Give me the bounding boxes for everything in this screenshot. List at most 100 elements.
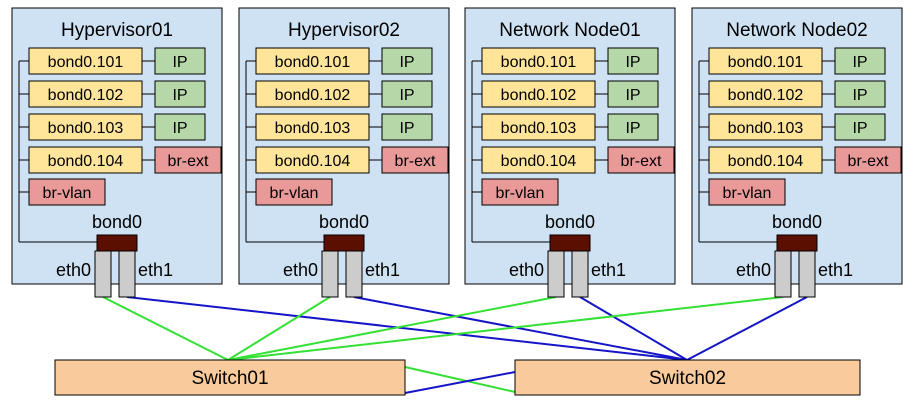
vlan-interface-label: bond0.102 (48, 87, 124, 104)
eth0-label: eth0 (283, 260, 318, 280)
ip-box (834, 80, 886, 108)
ip-box (381, 80, 433, 108)
vlan-interface-box (255, 47, 370, 75)
link-eth1-to-switch2 (579, 296, 688, 361)
bond-block (323, 234, 365, 252)
bridge-label: br-ext (395, 153, 436, 170)
eth1-label: eth1 (591, 260, 626, 280)
ip-box (154, 113, 206, 141)
ip-label: IP (399, 54, 414, 71)
vlan-interface-box (708, 47, 823, 75)
vlan-interface-box (708, 146, 823, 174)
vlan-interface-box (708, 80, 823, 108)
vlan-interface-box (481, 80, 596, 108)
br-vlan-box (28, 178, 106, 206)
br-vlan-label: br-vlan (723, 185, 772, 202)
link-eth1-to-switch2 (126, 296, 688, 361)
vlan-interface-label: bond0.104 (48, 153, 124, 170)
ip-label: IP (172, 87, 187, 104)
eth0-label: eth0 (56, 260, 91, 280)
link-eth0-to-switch1 (102, 296, 229, 361)
vlan-interface-label: bond0.103 (501, 120, 577, 137)
ip-box (154, 47, 206, 75)
vlan-interface-label: bond0.104 (501, 153, 577, 170)
ip-box (381, 113, 433, 141)
br-vlan-label: br-vlan (270, 185, 319, 202)
link-eth1-to-switch2 (353, 296, 688, 361)
link-eth0-to-switch1 (227, 296, 557, 361)
vlan-interface-box (481, 47, 596, 75)
ip-box (834, 47, 886, 75)
br-vlan-label: br-vlan (43, 185, 92, 202)
vlan-interface-label: bond0.101 (501, 54, 577, 71)
link-eth0-to-switch1 (227, 296, 331, 361)
ip-label: IP (399, 120, 414, 137)
ip-box (154, 80, 206, 108)
ip-box (381, 47, 433, 75)
ip-label: IP (625, 54, 640, 71)
vlan-interface-label: bond0.103 (275, 120, 351, 137)
vlan-interface-box (481, 113, 596, 141)
vlan-interface-label: bond0.102 (501, 87, 577, 104)
vlan-interface-label: bond0.102 (728, 87, 804, 104)
vlan-interface-box (28, 146, 143, 174)
switch-label-1: Switch01 (191, 368, 268, 389)
bridge-box (607, 146, 675, 174)
vlan-interface-box (28, 47, 143, 75)
bond-label: bond0 (772, 212, 822, 232)
vlan-interface-label: bond0.104 (728, 153, 804, 170)
br-vlan-box (708, 178, 786, 206)
br-vlan-label: br-vlan (496, 185, 545, 202)
ip-label: IP (625, 87, 640, 104)
bond-block (549, 234, 591, 252)
node-title: Hypervisor02 (288, 20, 400, 41)
bond-label: bond0 (92, 212, 142, 232)
bond-block (776, 234, 818, 252)
ip-box (607, 80, 659, 108)
node-title: Network Node01 (499, 20, 641, 41)
ip-label: IP (625, 120, 640, 137)
eth1-label: eth1 (818, 260, 853, 280)
vlan-interface-box (255, 80, 370, 108)
link-eth0-to-switch1 (227, 296, 784, 361)
bridge-label: br-ext (848, 153, 889, 170)
ip-box (607, 113, 659, 141)
switch-label-2: Switch02 (649, 368, 726, 389)
br-vlan-box (481, 178, 559, 206)
eth1-port (118, 250, 136, 298)
bridge-box (381, 146, 449, 174)
eth0-label: eth0 (509, 260, 544, 280)
br-vlan-box (255, 178, 333, 206)
vlan-interface-box (255, 146, 370, 174)
eth0-port (94, 250, 112, 298)
ip-label: IP (399, 87, 414, 104)
ip-label: IP (852, 87, 867, 104)
bond-block (96, 234, 138, 252)
links-layer (102, 296, 808, 394)
eth1-label: eth1 (365, 260, 400, 280)
bridge-box (834, 146, 902, 174)
bond-label: bond0 (319, 212, 369, 232)
vlan-interface-label: bond0.102 (275, 87, 351, 104)
bridge-label: br-ext (621, 153, 662, 170)
vlan-interface-box (28, 113, 143, 141)
ip-label: IP (852, 120, 867, 137)
vlan-interface-label: bond0.103 (728, 120, 804, 137)
switch-box-2 (514, 359, 861, 396)
ip-box (834, 113, 886, 141)
eth0-label: eth0 (736, 260, 771, 280)
vlan-interface-label: bond0.101 (48, 54, 124, 71)
vlan-interface-label: bond0.103 (48, 120, 124, 137)
eth0-port (774, 250, 792, 298)
node-title: Hypervisor01 (61, 20, 173, 41)
switch-box-1 (54, 359, 406, 396)
eth1-port (798, 250, 816, 298)
eth0-port (321, 250, 339, 298)
eth1-port (571, 250, 589, 298)
ip-label: IP (172, 120, 187, 137)
